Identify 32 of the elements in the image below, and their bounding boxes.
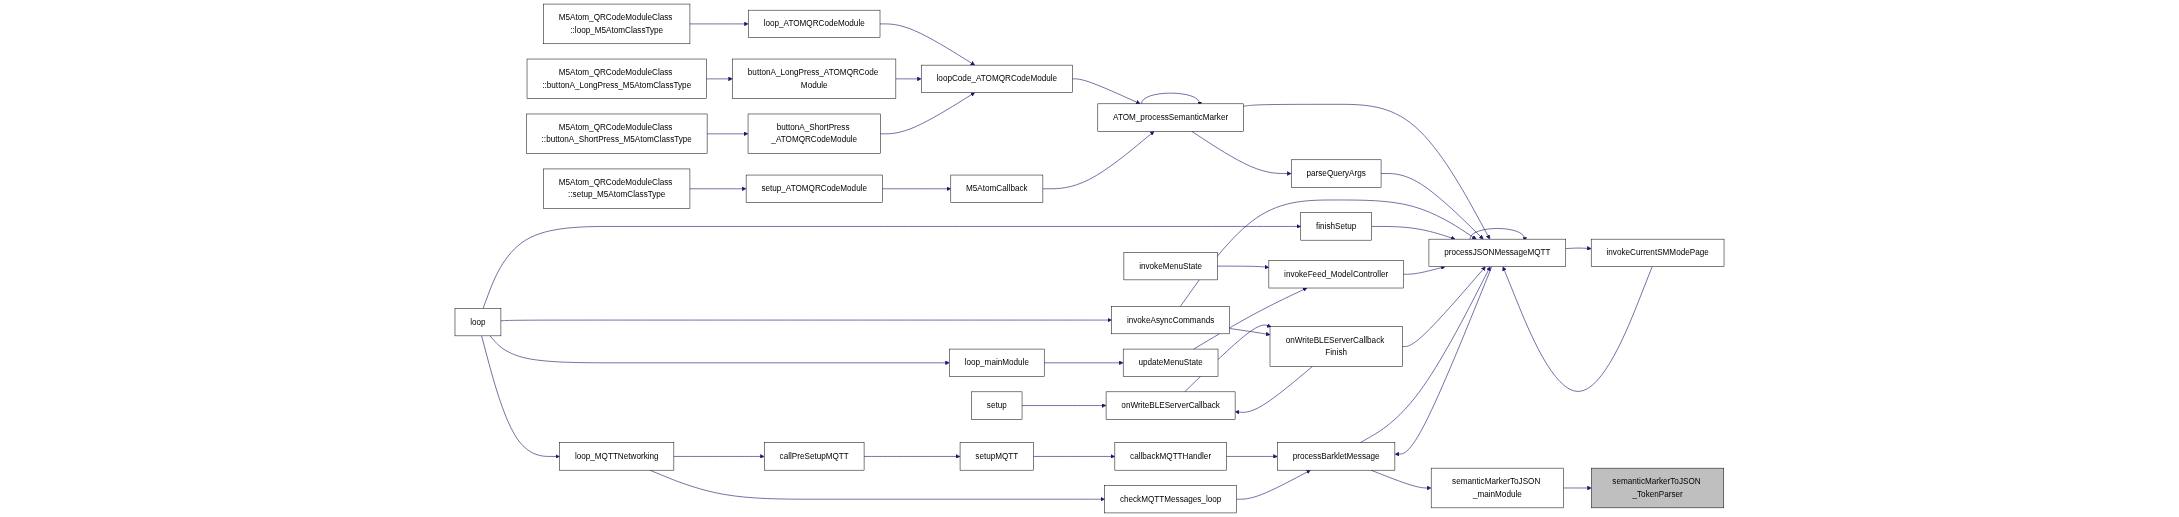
- function-box: semanticMarkerToJSON _mainModule: [1430, 467, 1564, 509]
- function-box: invokeCurrentSMModePage: [1590, 238, 1725, 267]
- function-box: loop_ATOMQRCodeModule: [748, 9, 881, 38]
- function-box: M5Atom_QRCodeModuleClass ::loop_M5AtomClassType: [543, 3, 691, 44]
- function-box: loop_MQTTNetworking: [559, 442, 675, 471]
- function-box: checkMQTTMessages_loop: [1104, 485, 1237, 514]
- function-box: M5AtomCallback: [950, 174, 1044, 203]
- function-box: ATOM_processSemanticMarker: [1097, 103, 1244, 132]
- function-box: onWriteBLEServerCallback Finish: [1269, 326, 1403, 367]
- function-box: finishSetup: [1300, 212, 1372, 241]
- function-box: updateMenuState: [1122, 348, 1219, 377]
- function-box: callPreSetupMQTT: [764, 442, 865, 471]
- function-box: invokeMenuState: [1123, 252, 1218, 281]
- function-box: buttonA_ShortPress _ATOMQRCodeModule: [747, 113, 881, 154]
- function-box: loopCode_ATOMQRCodeModule: [921, 64, 1073, 93]
- function-box: invokeAsyncCommands: [1111, 306, 1230, 335]
- function-box: processJSONMessageMQTT: [1428, 238, 1567, 267]
- function-box: M5Atom_QRCodeModuleClass ::buttonA_ShortPress_M5AtomClassType: [526, 113, 708, 154]
- function-box: semanticMarkerToJSON _TokenParser: [1591, 467, 1725, 509]
- function-box: M5Atom_QRCodeModuleClass ::setup_M5AtomClassType: [543, 168, 691, 209]
- function-box: processBarkletMessage: [1277, 442, 1396, 471]
- function-box: setupMQTT: [959, 442, 1034, 471]
- function-box: callbackMQTTHandler: [1114, 442, 1227, 471]
- function-box: setup: [971, 391, 1023, 420]
- function-box: M5Atom_QRCodeModuleClass ::buttonA_LongPress_M5AtomClassType: [526, 58, 707, 99]
- function-box: setup_ATOMQRCodeModule: [745, 174, 883, 203]
- function-box: parseQueryArgs: [1291, 159, 1382, 188]
- function-box: loop_mainModule: [949, 348, 1045, 377]
- function-box: buttonA_LongPress_ATOMQRCode Module: [732, 58, 897, 99]
- function-box: invokeFeed_ModelController: [1268, 260, 1404, 289]
- function-box: onWriteBLEServerCallback: [1105, 391, 1236, 420]
- function-box: loop: [454, 308, 502, 337]
